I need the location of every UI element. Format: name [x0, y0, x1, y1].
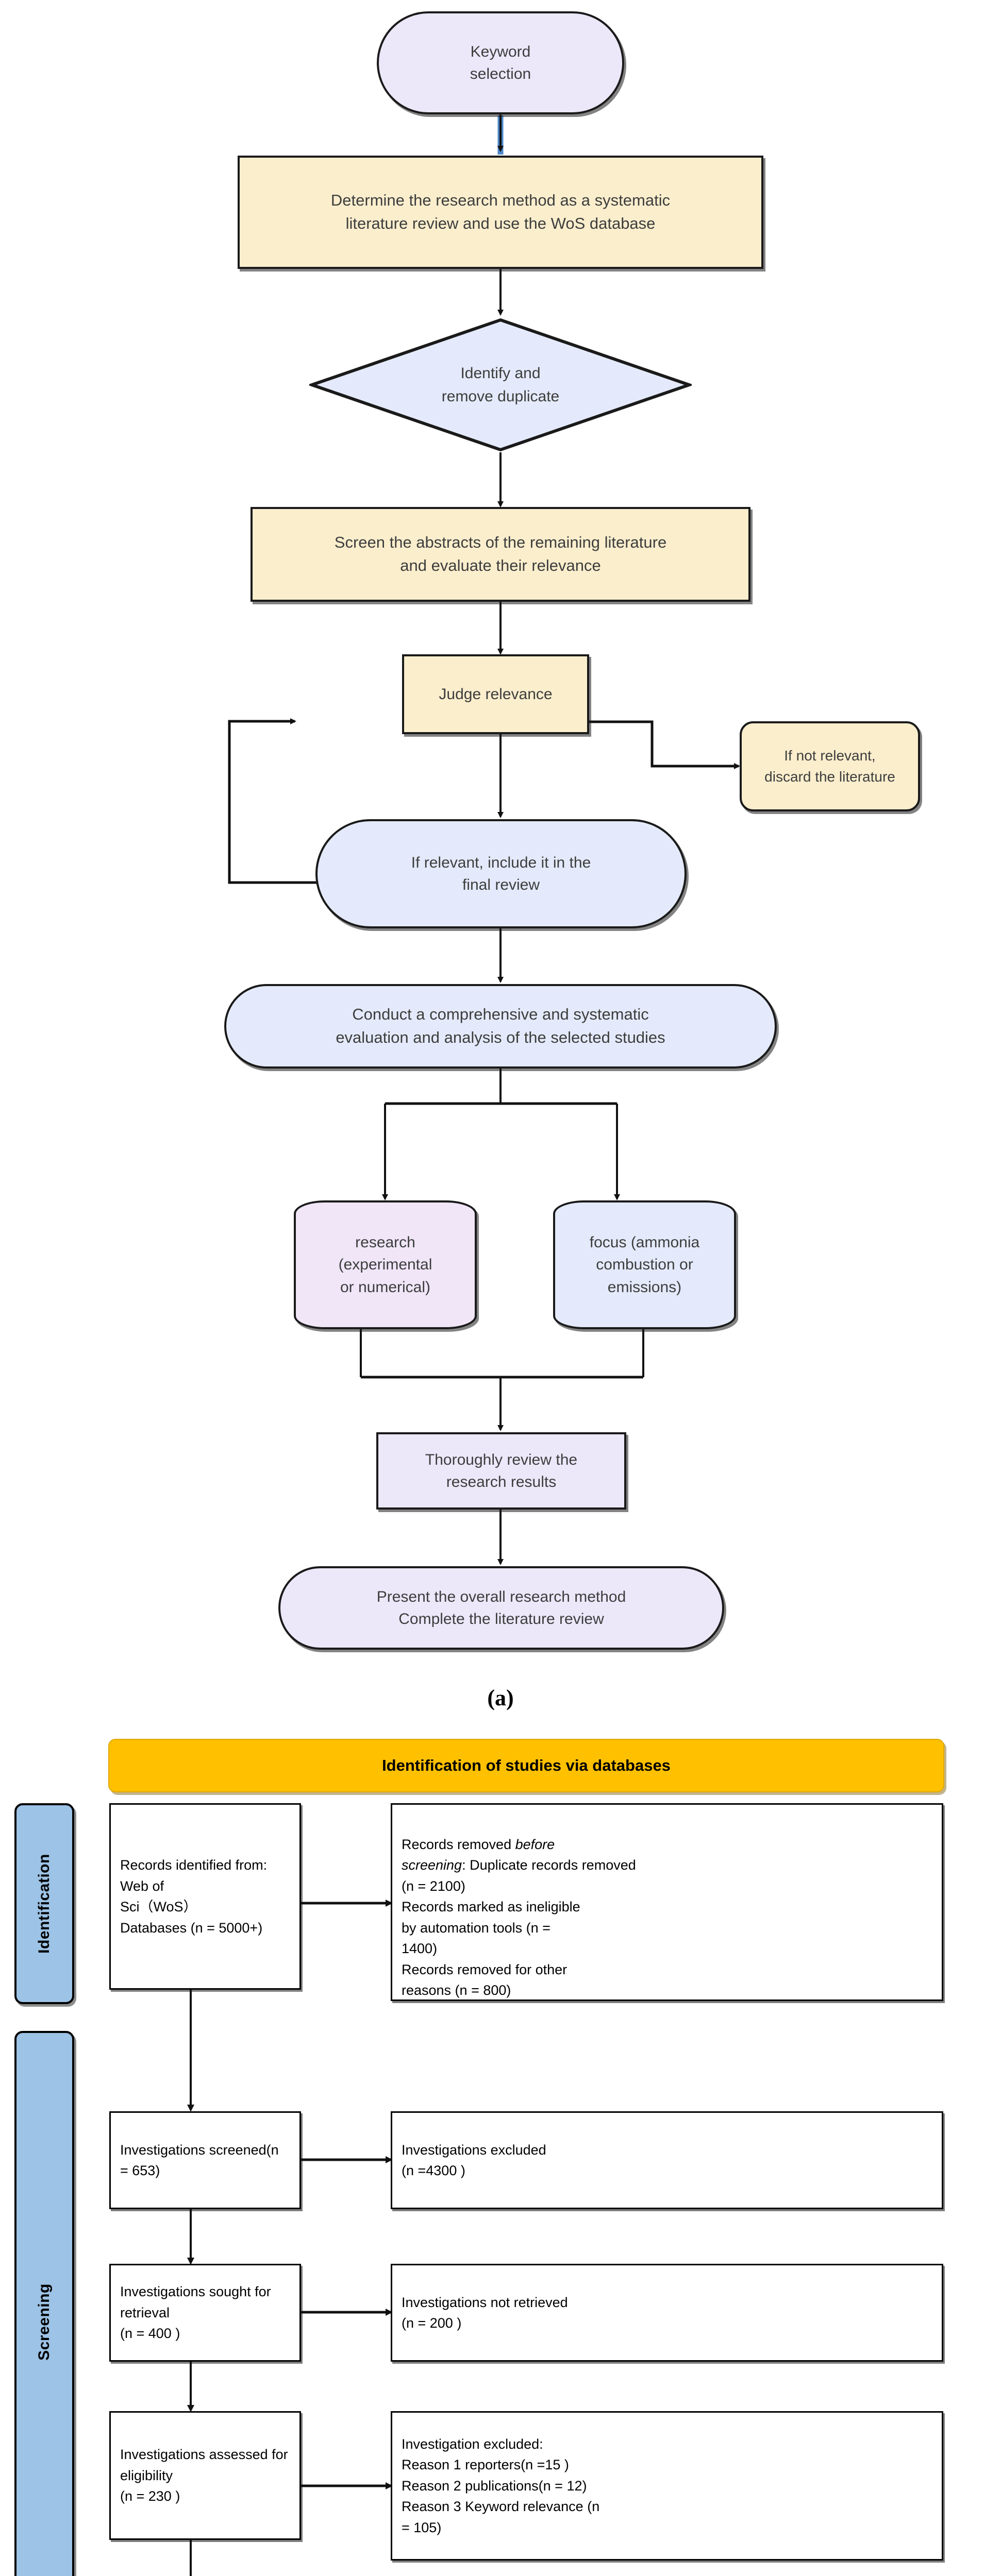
- node-keyword-selection[interactable]: Keyword selection: [377, 11, 624, 114]
- prisma-box-records-removed-line2-emphasis: screening: [402, 1857, 462, 1873]
- node-focus-type[interactable]: focus (ammonia combustion or emissions): [553, 1200, 736, 1329]
- prisma-box-investigations-excluded-text: Investigations excluded (n =4300 ): [402, 2142, 546, 2179]
- prisma-stage-screening: Screening: [14, 2031, 74, 2576]
- prisma-box-investigations-assessed[interactable]: Investigations assessed for eligibility …: [109, 2411, 301, 2540]
- prisma-box-records-removed[interactable]: Records removed before screening: Duplica…: [391, 1803, 943, 2001]
- prisma-box-investigations-screened-text: Investigations screened(n = 653): [120, 2142, 279, 2179]
- prisma-box-investigations-not-retrieved[interactable]: Investigations not retrieved (n = 200 ): [391, 2264, 943, 2362]
- prisma-box-records-removed-line2: :: [462, 1857, 466, 1873]
- node-judge-relevance[interactable]: Judge relevance: [402, 654, 589, 734]
- node-conduct-evaluation[interactable]: Conduct a comprehensive and systematic e…: [224, 984, 777, 1069]
- prisma-box-investigations-sought[interactable]: Investigations sought for retrieval (n =…: [109, 2264, 301, 2362]
- prisma-box-investigations-not-retrieved-text: Investigations not retrieved (n = 200 ): [402, 2294, 568, 2331]
- prisma-box-records-identified-text: Records identified from: Web of Sci（WoS）…: [120, 1857, 268, 1936]
- prisma-box-investigations-assessed-text: Investigations assessed for eligibility …: [120, 2447, 288, 2504]
- prisma-box-records-removed-rest: Duplicate records removed (n = 2100) Rec…: [402, 1857, 636, 1998]
- node-determine-method[interactable]: Determine the research method as a syste…: [238, 156, 763, 269]
- prisma-box-investigation-excluded-reasons-text: Investigation excluded: Reason 1 reporte…: [402, 2436, 600, 2535]
- prisma-stage-screening-label: Screening: [36, 2283, 53, 2361]
- node-screen-abstracts[interactable]: Screen the abstracts of the remaining li…: [251, 507, 750, 602]
- node-identify-remove-duplicate-label: Identify and remove duplicate: [441, 365, 560, 405]
- prisma-stage-identification-label: Identification: [36, 1854, 53, 1954]
- prisma-band-title: Identification of studies via databases: [108, 1739, 944, 1792]
- node-research-type[interactable]: research (experimental or numerical): [294, 1200, 477, 1329]
- node-present-overall[interactable]: Present the overall research method Comp…: [278, 1566, 724, 1650]
- node-identify-remove-duplicate[interactable]: Identify and remove duplicate: [309, 317, 692, 452]
- node-if-relevant[interactable]: If relevant, include it in the final rev…: [315, 819, 687, 928]
- prisma-box-records-removed-line1: Records removed: [402, 1836, 515, 1852]
- prisma-box-investigations-excluded[interactable]: Investigations excluded (n =4300 ): [391, 2111, 943, 2209]
- panel-a-caption: (a): [487, 1685, 514, 1710]
- prisma-stage-identification: Identification: [14, 1803, 74, 2004]
- prisma-box-investigations-screened[interactable]: Investigations screened(n = 653): [109, 2111, 301, 2209]
- prisma-box-investigation-excluded-reasons[interactable]: Investigation excluded: Reason 1 reporte…: [391, 2411, 943, 2561]
- prisma-box-investigations-sought-text: Investigations sought for retrieval (n =…: [120, 2284, 271, 2342]
- node-thoroughly-review[interactable]: Thoroughly review the research results: [376, 1432, 626, 1510]
- prisma-box-records-identified[interactable]: Records identified from: Web of Sci（WoS）…: [109, 1803, 301, 1990]
- node-if-not-relevant[interactable]: If not relevant, discard the literature: [740, 721, 920, 811]
- prisma-box-records-removed-line1-emphasis: before: [515, 1836, 555, 1852]
